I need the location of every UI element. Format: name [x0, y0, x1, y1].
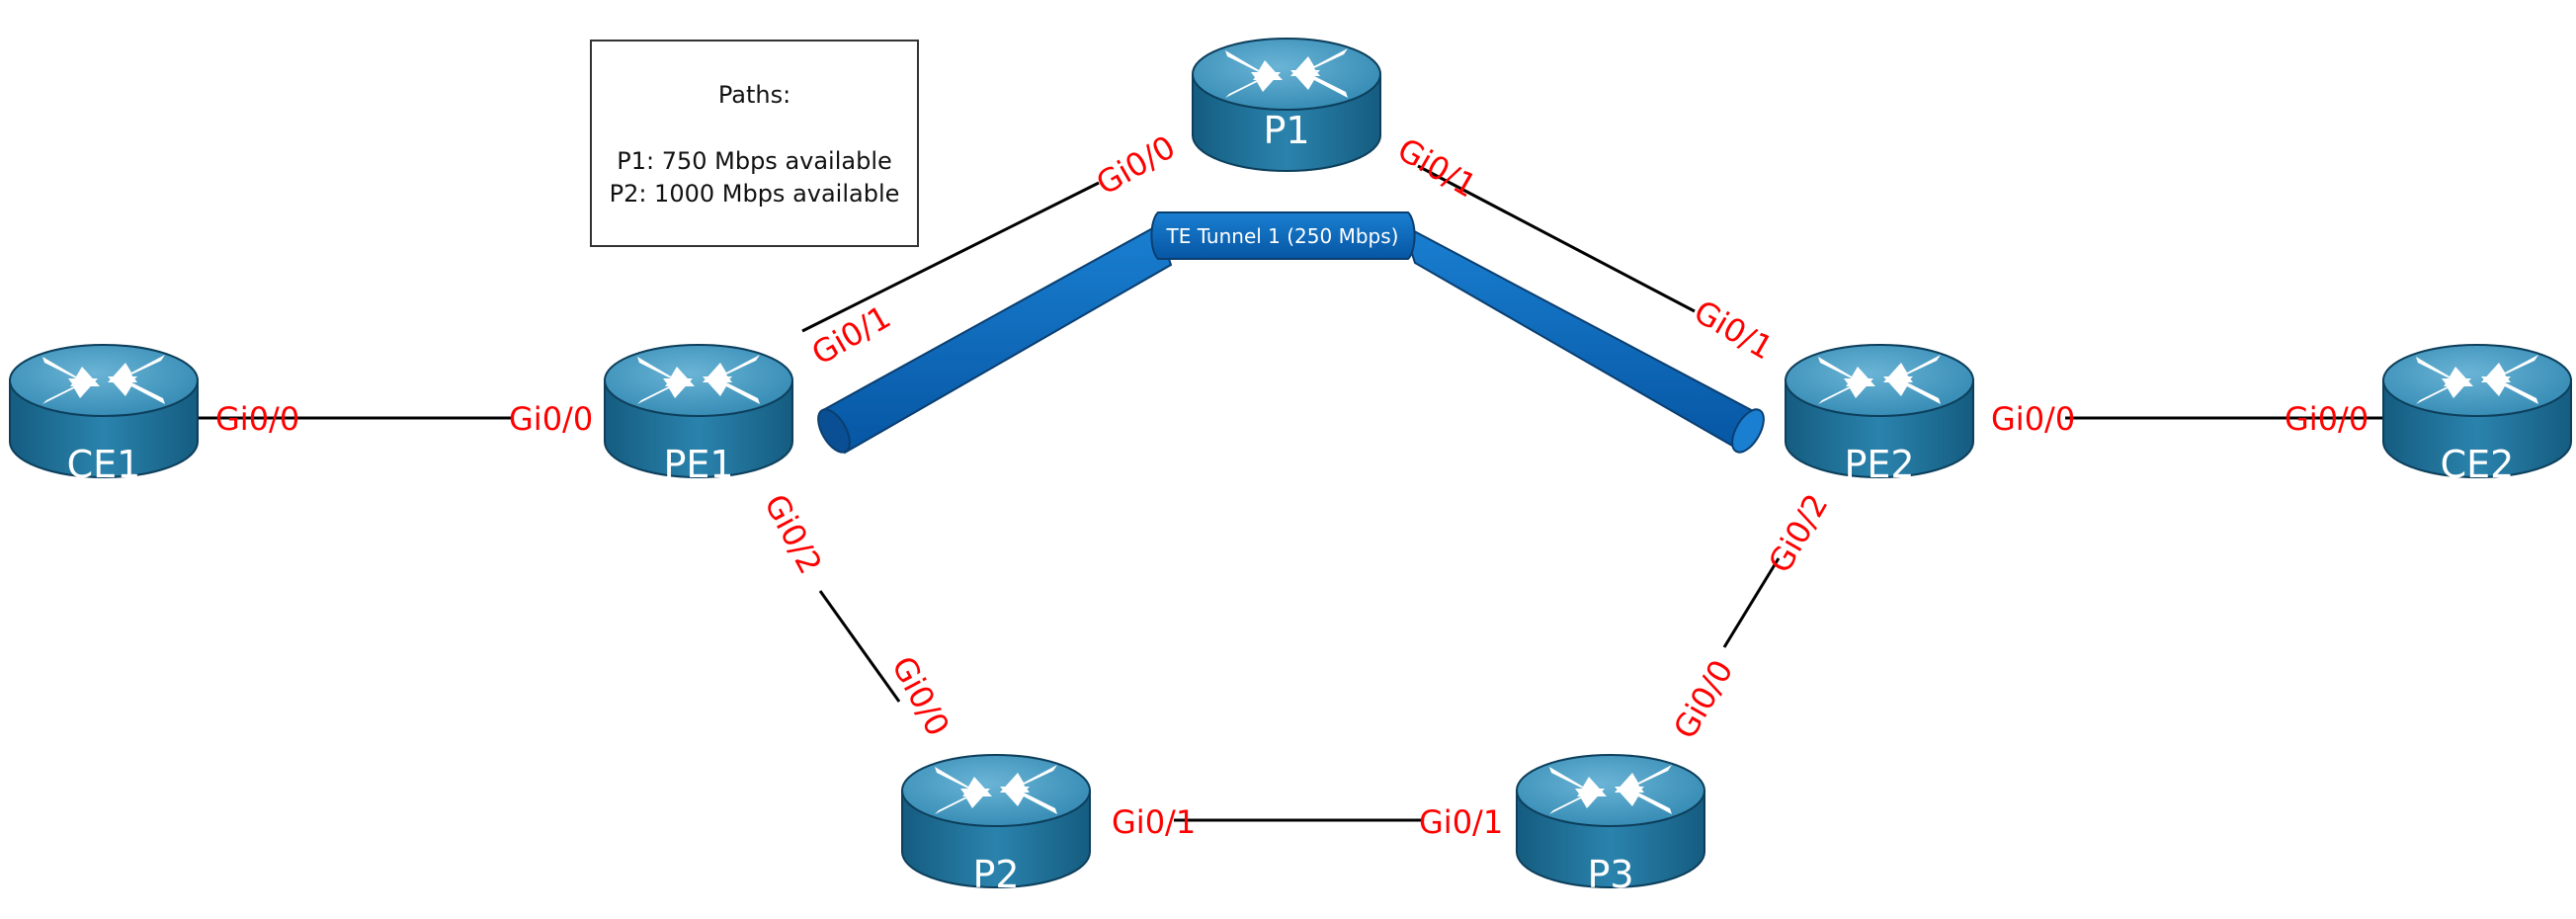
tunnel-right-end: [1731, 408, 1765, 454]
legend-title: Paths:: [717, 81, 791, 109]
legend-spacer: [592, 112, 917, 145]
router-ce2[interactable]: CE2: [2382, 344, 2572, 486]
iface-ce2-gi0-0: Gi0/0: [2285, 400, 2368, 438]
legend-line-p1: P1: 750 Mbps available: [617, 147, 892, 175]
iface-pe1-gi0-0: Gi0/0: [509, 400, 593, 438]
iface-pe2-gi0-2: Gi0/2: [1761, 487, 1836, 579]
paths-legend: Paths: P1: 750 Mbps available P2: 1000 M…: [590, 40, 919, 247]
router-label-pe1: PE1: [663, 443, 733, 486]
links: [183, 164, 2391, 822]
router-p1[interactable]: P1: [1192, 38, 1381, 172]
link-pe1-p2: [818, 590, 901, 703]
router-label-ce1: CE1: [67, 443, 141, 486]
iface-p1-gi0-0: Gi0/0: [1090, 127, 1182, 203]
router-label-p3: P3: [1587, 853, 1633, 896]
router-label-pe2: PE2: [1844, 443, 1914, 486]
router-p3[interactable]: P3: [1516, 754, 1705, 896]
iface-pe2-gi0-1: Gi0/1: [1688, 292, 1780, 368]
iface-p3-gi0-0: Gi0/0: [1666, 653, 1741, 745]
iface-p1-gi0-1: Gi0/1: [1391, 130, 1483, 206]
router-label-p1: P1: [1263, 109, 1309, 152]
router-label-p2: P2: [972, 853, 1019, 896]
tunnel-right-segment: [1401, 222, 1759, 452]
tunnel-label-segment: [1150, 211, 1416, 260]
iface-pe2-gi0-0: Gi0/0: [1991, 400, 2075, 438]
te-tunnel: TE Tunnel 1 (250 Mbps): [817, 211, 1765, 455]
router-pe1[interactable]: PE1: [604, 344, 793, 486]
router-ce1[interactable]: CE1: [9, 344, 199, 486]
tunnel-label: TE Tunnel 1 (250 Mbps): [1166, 224, 1399, 248]
iface-ce1-gi0-0: Gi0/0: [215, 400, 299, 438]
tunnel-left-end: [817, 408, 851, 454]
router-p2[interactable]: P2: [901, 754, 1091, 896]
iface-p3-gi0-1: Gi0/1: [1419, 803, 1503, 841]
iface-pe1-gi0-1: Gi0/1: [805, 297, 897, 373]
iface-pe1-gi0-2: Gi0/2: [757, 488, 830, 580]
router-label-ce2: CE2: [2441, 443, 2515, 486]
legend-line-p2: P2: 1000 Mbps available: [609, 180, 900, 208]
link-pe1-p1: [801, 181, 1100, 333]
link-p1-pe2: [1417, 164, 1696, 313]
link-pe2-p3: [1722, 557, 1781, 648]
iface-p2-gi0-1: Gi0/1: [1112, 803, 1196, 841]
router-pe2[interactable]: PE2: [1785, 344, 1974, 486]
